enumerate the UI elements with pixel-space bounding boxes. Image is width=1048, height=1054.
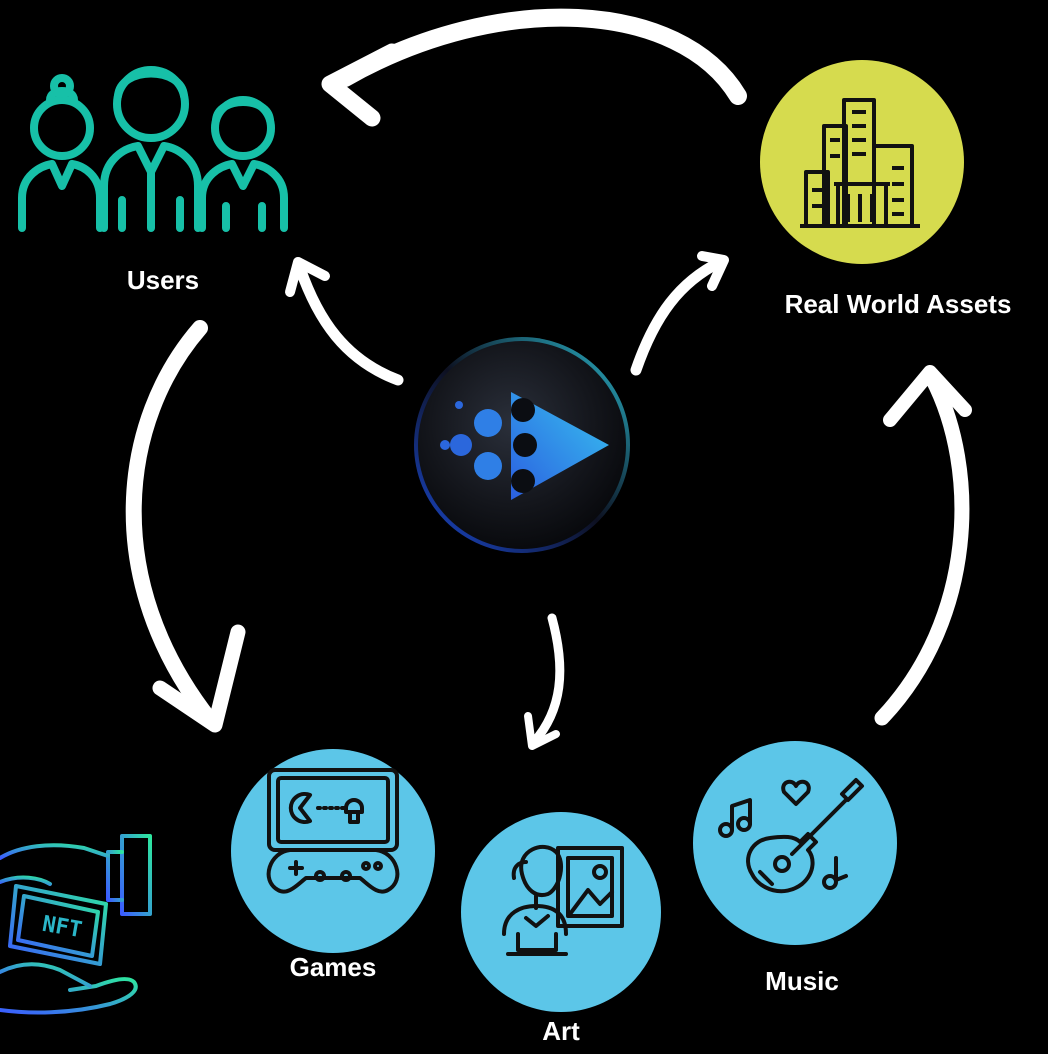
node-art: Art [461,812,661,1046]
rwa-label: Real World Assets [785,289,1012,319]
art-bust-painting-icon [502,845,624,956]
nft-hands-icon [0,834,152,1015]
games-label: Games [290,952,377,982]
node-real-world-assets: Real World Assets [760,60,1011,319]
guitar-music-icon [718,778,864,894]
node-users: Users [18,66,288,295]
arrow-rwa-to-users-head [321,43,401,127]
art-circle [461,812,661,1012]
node-games: Games [231,749,435,982]
node-nft: NFT [0,834,152,1015]
arrow-hub-to-users-head [285,257,330,297]
arrow-music-to-rwa [874,370,970,726]
art-label: Art [542,1016,580,1046]
music-label: Music [765,966,839,996]
arrow-hub-to-art [529,613,565,747]
arrow-users-to-games-head [152,624,246,733]
nft-label: NFT [40,912,83,944]
play-logo-icon [440,392,609,500]
rwa-circle [760,60,964,264]
game-console-icon [266,768,400,894]
arrow-hub-to-users [294,262,404,386]
arrow-users-to-games [125,320,218,728]
users-group-icon [18,66,288,232]
node-hub [414,337,630,553]
arrow-hub-to-art-head [524,712,560,750]
city-buildings-icon [800,98,920,228]
arrows [125,8,972,750]
node-music: Music [693,741,897,996]
arrow-hub-to-rwa-head [697,251,729,291]
users-label: Users [127,265,199,295]
music-circle [693,741,897,945]
arrow-rwa-to-users [336,8,747,105]
arrow-music-to-rwa-head [883,365,972,427]
arrow-hub-to-rwa [630,256,726,376]
